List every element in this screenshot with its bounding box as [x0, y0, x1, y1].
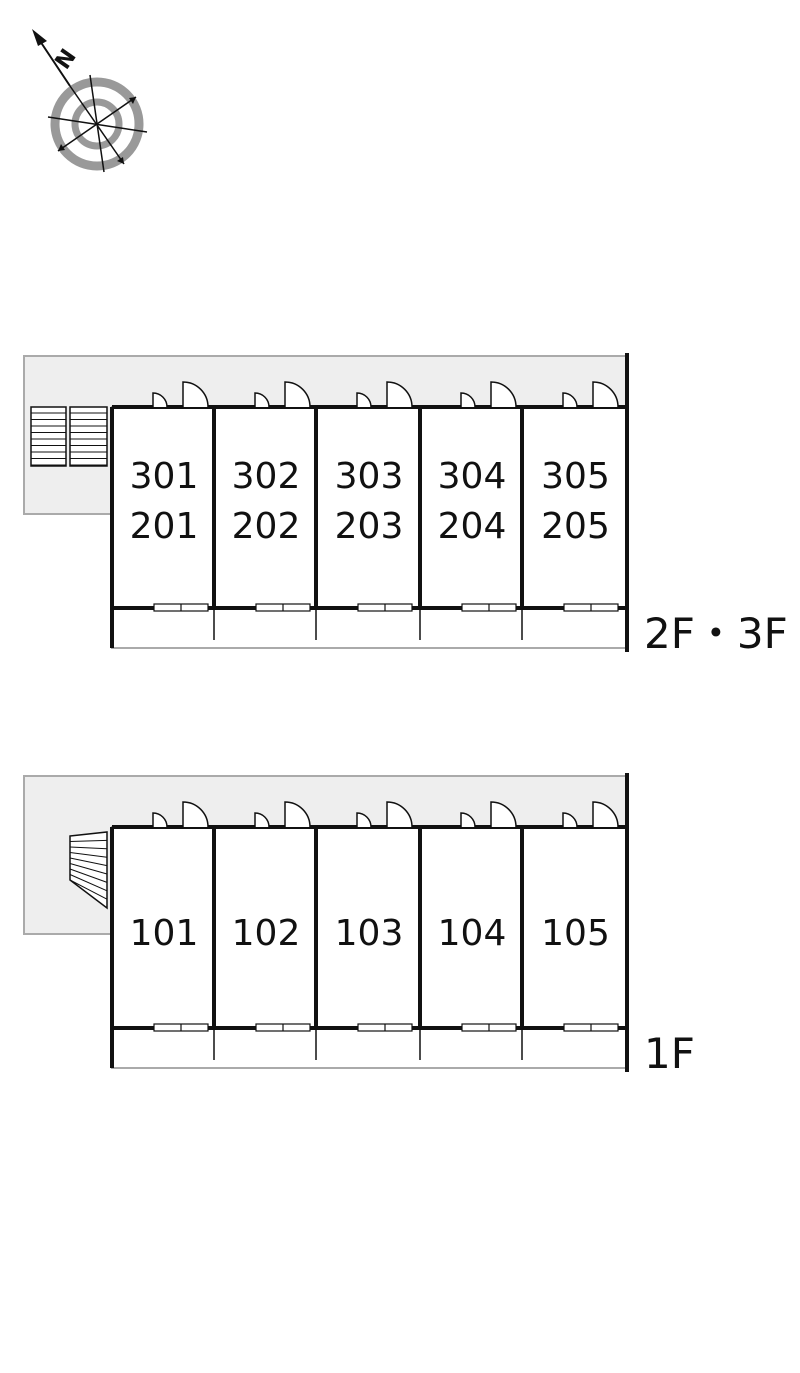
north-label: N: [51, 45, 82, 74]
unit-number: 104: [438, 913, 507, 954]
unit-number: 205: [541, 506, 610, 547]
unit: 102: [232, 801, 311, 1032]
door-small: [152, 392, 168, 408]
door-small: [356, 392, 372, 408]
stair-tread: [69, 846, 108, 850]
floor-label: 2F・3F: [644, 609, 788, 658]
unit: 104: [438, 801, 517, 1032]
stair-tread: [69, 857, 108, 867]
door-small: [562, 812, 578, 828]
door-large: [284, 381, 311, 408]
unit-number: 304: [438, 456, 507, 497]
stair-outline: [69, 406, 108, 467]
unit: 105: [541, 801, 619, 1032]
door-small: [152, 812, 168, 828]
stair-tread: [69, 879, 108, 900]
unit: 101: [130, 801, 209, 1032]
door-large: [182, 801, 209, 828]
north-arrow-head: [32, 29, 47, 46]
unit-number: 301: [130, 456, 199, 497]
floor-plan-ground: 101 102 103 104 105 1F: [0, 760, 800, 1080]
door-small: [356, 812, 372, 828]
door-large: [490, 381, 517, 408]
unit-number: 302: [232, 456, 301, 497]
door-large: [386, 801, 413, 828]
stair-tread: [69, 839, 108, 842]
balcony-strip: [111, 1027, 628, 1069]
stair-flight: [30, 406, 67, 467]
compass-outer-ring: [50, 77, 144, 171]
door-small: [254, 392, 270, 408]
door-small: [254, 812, 270, 828]
stair-tread: [69, 852, 108, 858]
stair-tread: [69, 863, 108, 875]
unit-number: 305: [541, 456, 610, 497]
unit-number: 103: [335, 913, 404, 954]
floor-label: 1F: [644, 1029, 695, 1078]
stair-outline: [69, 831, 108, 910]
stair-outline: [30, 406, 67, 467]
door-large: [490, 801, 517, 828]
unit-number: 201: [130, 506, 199, 547]
stair-flight: [69, 831, 108, 910]
door-large: [284, 801, 311, 828]
compass-rose: [32, 29, 148, 173]
door-small: [460, 392, 476, 408]
balcony-strip: [111, 607, 628, 649]
door-large: [386, 381, 413, 408]
unit-number: 204: [438, 506, 507, 547]
door-large: [592, 801, 619, 828]
unit-number: 105: [541, 913, 610, 954]
unit-number: 102: [232, 913, 301, 954]
stair-tread: [69, 874, 108, 892]
unit-number: 101: [130, 913, 199, 954]
unit-number: 202: [232, 506, 301, 547]
compass-inner-ring: [71, 98, 123, 150]
corridor-area: [23, 355, 628, 515]
stair-tread: [69, 868, 108, 883]
door-large: [592, 381, 619, 408]
stair-flight: [69, 406, 108, 467]
door-large: [182, 381, 209, 408]
north-arrow-line: [37, 37, 71, 87]
unit-number: 303: [335, 456, 404, 497]
floor-plan-svg: 101 102 103 104 105 1F: [23, 773, 695, 1078]
door-small: [460, 812, 476, 828]
corridor-area: [23, 775, 628, 935]
unit: 103: [335, 801, 413, 1032]
unit-number: 203: [335, 506, 404, 547]
door-small: [562, 392, 578, 408]
compass-icon: N: [32, 29, 148, 173]
